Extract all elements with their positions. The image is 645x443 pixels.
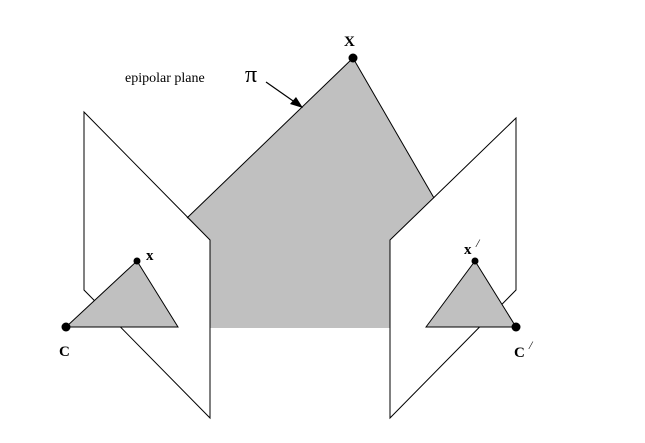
point-X-dot [348,53,358,63]
right-image-plane [389,116,517,420]
right-ray-triangle [425,260,517,328]
label-x: x [146,248,154,264]
label-x-prime: x [464,242,472,258]
epipolar-plane-region [187,58,434,328]
label-X: X [344,34,355,50]
plane-edge-left [186,57,354,219]
label-C-prime: C [514,345,525,361]
left-ray-triangle [64,260,179,328]
plane-edge-right [352,57,435,199]
plane-pointer-arrow-line [265,81,297,104]
point-C-dot [61,322,71,332]
label-pi: π [245,62,257,88]
label-C-prime-mark: / [528,338,534,352]
point-x-prime-dot [471,257,479,265]
label-C: C [59,344,70,360]
label-epipolar-plane: epipolar plane [125,71,205,86]
left-image-plane [83,110,211,420]
point-C-prime-dot [511,322,521,332]
point-x-dot [133,257,141,265]
label-x-prime-mark: / [475,236,481,250]
plane-pointer-arrowhead [290,97,303,108]
